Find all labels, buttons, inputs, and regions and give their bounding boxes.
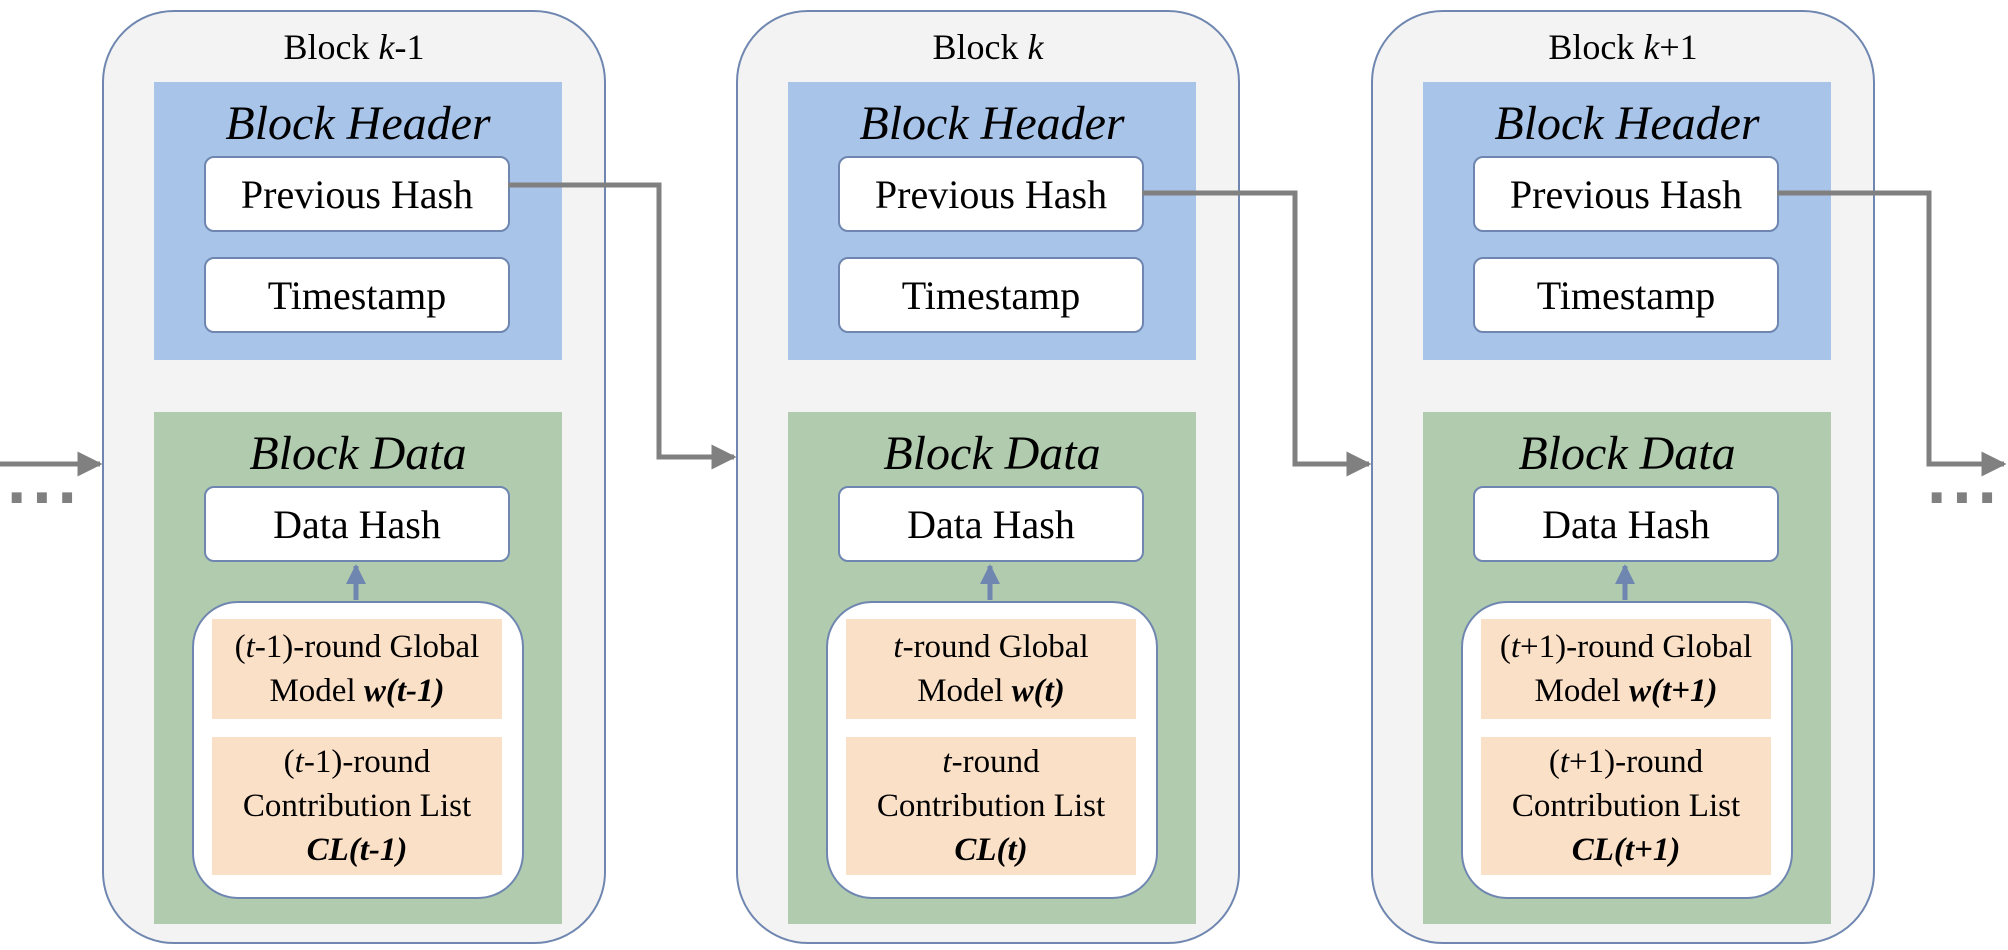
block-k: Block k Block Header Previous Hash Times… [736, 10, 1240, 944]
global-model-item: (t+1)-round Global Model w(t+1) [1481, 619, 1771, 719]
previous-hash-field: Previous Hash [1473, 156, 1779, 232]
block-k-plus-1: Block k+1 Block Header Previous Hash Tim… [1371, 10, 1875, 944]
block-header-panel: Block Header Previous Hash Timestamp [788, 82, 1196, 360]
data-hash-field: Data Hash [1473, 486, 1779, 562]
block-header-title: Block Header [1494, 97, 1760, 150]
block-data-panel: Block Data Data Hash (t+1)-round Global … [1423, 412, 1831, 924]
block-data-title: Block Data [1518, 427, 1736, 480]
timestamp-field: Timestamp [204, 257, 510, 333]
block-header-panel: Block Header Previous Hash Timestamp [1423, 82, 1831, 360]
ellipsis-left: ... [6, 452, 82, 517]
block-data-title: Block Data [883, 427, 1101, 480]
link-arrow-k-to-k-plus-1 [1142, 190, 1372, 477]
contribution-list-item: (t+1)-round Contribution List CL(t+1) [1481, 737, 1771, 875]
timestamp-field: Timestamp [838, 257, 1144, 333]
link-arrow-k-plus-1-to-next [1777, 190, 2007, 477]
previous-hash-field: Previous Hash [838, 156, 1144, 232]
block-title: Block k-1 [283, 27, 425, 67]
block-data-panel: Block Data Data Hash (t-1)-round Global … [154, 412, 562, 924]
contribution-list-item: (t-1)-round Contribution List CL(t-1) [212, 737, 502, 875]
contribution-list-item: t-round Contribution List CL(t) [846, 737, 1136, 875]
data-contents-box: t-round Global Model w(t) t-round Contri… [826, 601, 1158, 899]
block-data-title: Block Data [249, 427, 467, 480]
data-hash-field: Data Hash [204, 486, 510, 562]
block-header-panel: Block Header Previous Hash Timestamp [154, 82, 562, 360]
data-contents-box: (t+1)-round Global Model w(t+1) (t+1)-ro… [1461, 601, 1793, 899]
previous-hash-field: Previous Hash [204, 156, 510, 232]
link-arrow-k-minus-1-to-k [508, 182, 737, 470]
block-k-minus-1: Block k-1 Block Header Previous Hash Tim… [102, 10, 606, 944]
block-header-title: Block Header [859, 97, 1125, 150]
global-model-item: t-round Global Model w(t) [846, 619, 1136, 719]
data-hash-field: Data Hash [838, 486, 1144, 562]
block-data-panel: Block Data Data Hash t-round Global Mode… [788, 412, 1196, 924]
block-title: Block k [932, 27, 1044, 67]
block-header-title: Block Header [225, 97, 491, 150]
global-model-item: (t-1)-round Global Model w(t-1) [212, 619, 502, 719]
data-contents-box: (t-1)-round Global Model w(t-1) (t-1)-ro… [192, 601, 524, 899]
block-title: Block k+1 [1548, 27, 1698, 67]
timestamp-field: Timestamp [1473, 257, 1779, 333]
ellipsis-right: ... [1926, 452, 2002, 517]
